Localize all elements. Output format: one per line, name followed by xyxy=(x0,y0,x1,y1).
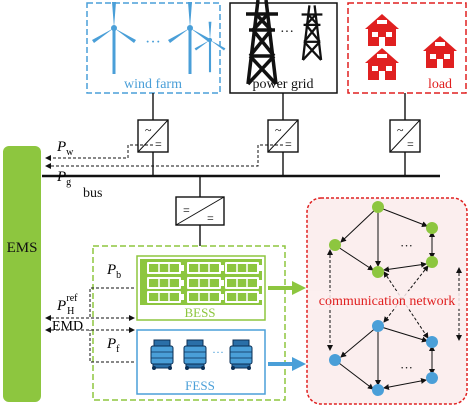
converter-dc-symbol: = xyxy=(183,203,190,217)
green-ellipsis: ··· xyxy=(400,238,413,253)
power-grid-ellipsis: ··· xyxy=(280,25,294,40)
converter-dc-symbol: = xyxy=(207,211,214,225)
green-node xyxy=(426,222,438,234)
load-label: load xyxy=(428,77,452,92)
battery-icon xyxy=(146,276,185,290)
pb-label: Pb xyxy=(106,262,121,281)
source-feeders xyxy=(152,93,406,176)
converter-dc-symbol: = xyxy=(155,137,162,151)
blue-node xyxy=(372,320,384,332)
fess-block: ··· FESS xyxy=(136,329,266,395)
blue-ellipsis: ··· xyxy=(400,360,413,375)
converter-ac-symbol: ~ xyxy=(397,123,404,137)
emd-label: EMD xyxy=(52,319,83,334)
converter-dc-symbol: = xyxy=(407,137,414,151)
converter-wind: ~ = xyxy=(137,119,169,153)
battery-icon xyxy=(186,276,225,290)
green-node xyxy=(372,201,384,213)
converter-storage: = = xyxy=(175,196,225,226)
battery-icon xyxy=(224,276,263,290)
pf-label: Pf xyxy=(106,336,120,355)
communication-network-label: communication network xyxy=(319,294,455,309)
converter-ac-symbol: ~ xyxy=(275,123,282,137)
flywheel-icon xyxy=(183,339,207,371)
fess-ellipsis: ··· xyxy=(212,345,224,359)
power-grid-block: ··· power grid xyxy=(229,0,338,94)
converter-ac-symbol: ~ xyxy=(145,123,152,137)
storage-container xyxy=(92,245,286,401)
wind-farm-label: wind farm xyxy=(124,77,182,92)
blue-node xyxy=(329,354,341,366)
battery-icon xyxy=(146,261,185,275)
power-grid-label: power grid xyxy=(252,77,313,92)
bess-block: BESS xyxy=(136,255,266,321)
bus-label: bus xyxy=(83,186,102,201)
fess-label: FESS xyxy=(185,378,215,393)
pw-label: Pw xyxy=(56,139,74,158)
blue-node xyxy=(426,336,438,348)
green-node xyxy=(329,239,341,251)
battery-icon xyxy=(224,290,263,304)
green-node xyxy=(372,266,384,278)
communication-network-block: ··· ··· communication network xyxy=(306,197,468,405)
ems-label: EMS xyxy=(7,240,38,256)
pg-label: Pg xyxy=(56,169,71,188)
battery-icon xyxy=(146,290,185,304)
ems-block: EMS xyxy=(3,146,41,402)
pg-signal-arrow xyxy=(45,144,283,169)
battery-icon xyxy=(224,261,263,275)
blue-node xyxy=(372,384,384,396)
converter-load: ~ = xyxy=(389,119,421,153)
green-cluster-edges xyxy=(334,206,435,273)
ph-ref-label: PHref xyxy=(56,293,78,317)
flywheel-icon xyxy=(229,339,253,371)
battery-icon xyxy=(186,261,225,275)
wind-farm-block: ··· wind farm xyxy=(86,2,226,94)
converter-dc-symbol: = xyxy=(285,137,292,151)
pw-signal-arrow xyxy=(45,144,153,161)
wind-farm-ellipsis: ··· xyxy=(145,34,161,51)
converter-grid: ~ = xyxy=(267,119,299,153)
blue-node xyxy=(426,372,438,384)
flywheel-icon xyxy=(150,339,174,371)
bess-label: BESS xyxy=(184,305,215,320)
green-node xyxy=(426,256,438,268)
load-block: load xyxy=(347,2,467,94)
battery-icon xyxy=(186,290,225,304)
